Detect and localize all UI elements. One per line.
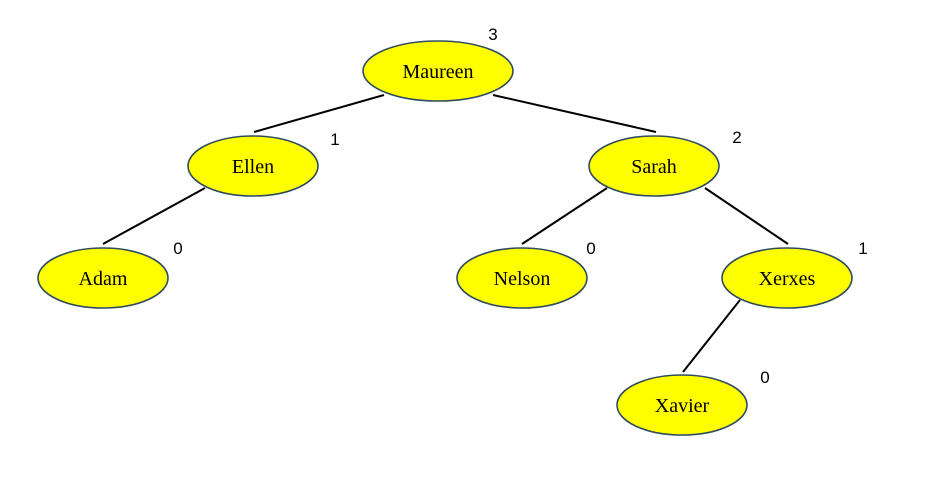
node-ellipse-xerxes [721, 247, 853, 309]
node-label-xavier: Xavier [655, 395, 710, 417]
node-label-sarah: Sarah [631, 156, 677, 178]
tree-node-nelson: Nelson 0 [456, 239, 596, 309]
node-ellipse-xavier [616, 374, 748, 436]
node-label-maureen: Maureen [402, 61, 473, 83]
nodes-layer: Maureen3Ellen1Sarah2Adam0Nelson0Xerxes1X… [37, 25, 868, 436]
node-height-ellen: 1 [330, 130, 339, 149]
node-label-xerxes: Xerxes [759, 268, 816, 290]
edge-xerxes-xavier [682, 299, 741, 373]
node-height-xavier: 0 [760, 368, 769, 387]
node-ellipse-maureen [362, 40, 514, 102]
tree-node-maureen: Maureen 3 [362, 25, 514, 102]
node-ellipse-nelson [456, 247, 588, 309]
node-height-sarah: 2 [732, 128, 741, 147]
edge-maureen-ellen [253, 94, 385, 133]
edges-layer [102, 94, 789, 373]
edge-ellen-adam [102, 187, 206, 245]
node-height-nelson: 0 [586, 239, 595, 258]
node-label-adam: Adam [79, 268, 128, 290]
node-label-ellen: Ellen [232, 156, 274, 178]
node-height-adam: 0 [173, 239, 182, 258]
tree-node-adam: Adam 0 [37, 239, 183, 309]
tree-node-sarah: Sarah 2 [588, 128, 742, 197]
node-label-nelson: Nelson [494, 268, 551, 290]
node-height-xerxes: 1 [858, 239, 867, 258]
edge-sarah-nelson [521, 187, 608, 245]
edge-maureen-sarah [492, 94, 657, 133]
edge-sarah-xerxes [704, 187, 789, 245]
node-ellipse-adam [37, 247, 169, 309]
tree-node-xerxes: Xerxes 1 [721, 239, 868, 309]
tree-node-ellen: Ellen 1 [187, 130, 340, 197]
node-ellipse-sarah [588, 135, 720, 197]
node-ellipse-ellen [187, 135, 319, 197]
tree-node-xavier: Xavier 0 [616, 368, 770, 436]
node-height-maureen: 3 [488, 25, 497, 44]
